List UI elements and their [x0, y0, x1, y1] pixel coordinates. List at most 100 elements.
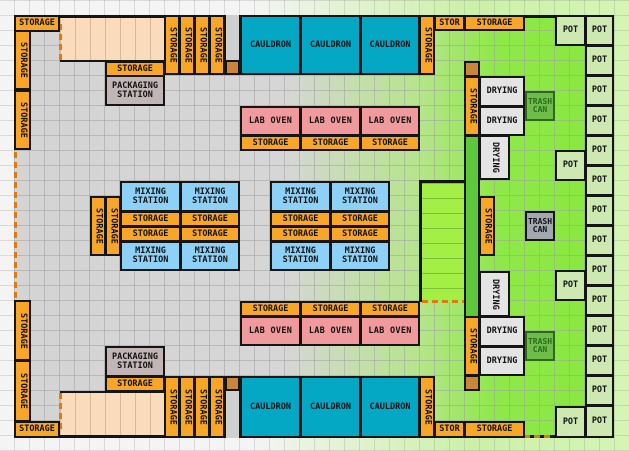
- pot-col-9[interactable]: POT: [585, 255, 614, 286]
- storage-oven-top-2[interactable]: STORAGE: [300, 135, 361, 151]
- storage-bottom-conveyor[interactable]: STORAGE: [105, 376, 165, 392]
- mixing-station-5[interactable]: MIXING STATION: [270, 181, 331, 212]
- storage-oven-bottom-3[interactable]: STORAGE: [360, 301, 420, 317]
- packaging-station-bottom[interactable]: PACKAGING STATION: [105, 346, 165, 377]
- storage-oven-bottom-1[interactable]: STORAGE: [240, 301, 301, 317]
- storage-right-middle[interactable]: STORAGE: [479, 196, 495, 256]
- conveyor-bottom-left[interactable]: [60, 391, 165, 438]
- storage-mix-2[interactable]: STORAGE: [180, 211, 240, 227]
- storage-mix-8[interactable]: STORAGE: [330, 226, 390, 242]
- storage-top-v-2[interactable]: STORAGE: [179, 15, 195, 75]
- trash-can-top[interactable]: TRASH CAN: [525, 91, 555, 121]
- cauldron-bottom-3[interactable]: CAULDRON: [360, 376, 420, 438]
- drying-rack-2[interactable]: DRYING: [479, 106, 525, 136]
- mixing-station-6[interactable]: MIXING STATION: [330, 181, 390, 212]
- pot-col-1[interactable]: POT: [585, 15, 614, 46]
- storage-mix-1[interactable]: STORAGE: [120, 211, 181, 227]
- pot-inner-1[interactable]: POT: [555, 15, 586, 46]
- door-conveyor-bottom[interactable]: [59, 393, 62, 429]
- storage-mix-5[interactable]: STORAGE: [270, 211, 331, 227]
- drying-rack-5[interactable]: DRYING: [479, 316, 525, 347]
- cauldron-top-1[interactable]: CAULDRON: [240, 15, 301, 75]
- cauldron-bottom-1[interactable]: CAULDRON: [240, 376, 301, 438]
- storage-oven-top-1[interactable]: STORAGE: [240, 135, 301, 151]
- storage-right-top[interactable]: STORAGE: [464, 76, 480, 136]
- mixing-station-7[interactable]: MIXING STATION: [270, 241, 331, 271]
- mixing-station-1[interactable]: MIXING STATION: [120, 181, 181, 212]
- storage-cauldron-bottom-right[interactable]: STORAGE: [419, 376, 435, 438]
- storage-bottom-v-2[interactable]: STORAGE: [179, 376, 195, 438]
- storage-left-3[interactable]: STORAGE: [14, 300, 31, 361]
- lab-oven-top-3[interactable]: LAB OVEN: [360, 106, 420, 136]
- pot-col-11[interactable]: POT: [585, 315, 614, 346]
- pot-col-2[interactable]: POT: [585, 45, 614, 76]
- storage-bottom-right[interactable]: STORAGE: [464, 421, 525, 438]
- input-box-bottom[interactable]: [225, 376, 240, 391]
- storage-mix-4[interactable]: STORAGE: [180, 226, 240, 242]
- pot-col-12[interactable]: POT: [585, 345, 614, 376]
- mixing-station-8[interactable]: MIXING STATION: [330, 241, 390, 271]
- cauldron-top-2[interactable]: CAULDRON: [300, 15, 361, 75]
- storage-top-v-1[interactable]: STORAGE: [164, 15, 180, 75]
- trash-can-bottom[interactable]: TRASH CAN: [525, 331, 555, 361]
- pot-inner-4[interactable]: POT: [555, 406, 586, 438]
- storage-top-v-3[interactable]: STORAGE: [194, 15, 210, 75]
- storage-oven-top-3[interactable]: STORAGE: [360, 135, 420, 151]
- storage-bottom-left-corner[interactable]: STORAGE: [14, 421, 60, 438]
- drying-rack-6[interactable]: DRYING: [479, 346, 525, 376]
- storage-oven-bottom-2[interactable]: STORAGE: [300, 301, 361, 317]
- lab-oven-bottom-3[interactable]: LAB OVEN: [360, 316, 420, 346]
- storage-bottom-v-3[interactable]: STORAGE: [194, 376, 210, 438]
- cauldron-bottom-2[interactable]: CAULDRON: [300, 376, 361, 438]
- input-box-right-bottom[interactable]: [464, 375, 480, 391]
- storage-left-1[interactable]: STORAGE: [14, 30, 31, 90]
- pot-col-7[interactable]: POT: [585, 195, 614, 226]
- storage-bottom-v-1[interactable]: STORAGE: [164, 376, 180, 438]
- packaging-station-top[interactable]: PACKAGING STATION: [105, 75, 165, 106]
- stor-top[interactable]: STOR: [434, 15, 465, 31]
- storage-right-bottom[interactable]: STORAGE: [464, 316, 480, 376]
- storage-mix-7[interactable]: STORAGE: [270, 226, 331, 242]
- drying-rack-4[interactable]: DRYING: [479, 271, 510, 317]
- drying-rack-1[interactable]: DRYING: [479, 76, 525, 107]
- door-grow-zone[interactable]: [422, 300, 464, 303]
- pot-col-4[interactable]: POT: [585, 105, 614, 136]
- lab-oven-top-2[interactable]: LAB OVEN: [300, 106, 361, 136]
- storage-top-right[interactable]: STORAGE: [464, 15, 525, 31]
- input-box-top[interactable]: [225, 60, 240, 75]
- door-left[interactable]: [14, 152, 17, 298]
- drying-rack-3[interactable]: DRYING: [479, 135, 510, 180]
- conveyor-top-left[interactable]: [60, 15, 165, 62]
- storage-mix-left-2[interactable]: STORAGE: [105, 196, 121, 256]
- pot-inner-2[interactable]: POT: [555, 150, 586, 181]
- storage-mix-6[interactable]: STORAGE: [330, 211, 390, 227]
- stor-bottom[interactable]: STOR: [434, 421, 465, 438]
- pot-col-14[interactable]: POT: [585, 405, 614, 438]
- mixing-station-2[interactable]: MIXING STATION: [180, 181, 240, 212]
- pot-col-8[interactable]: POT: [585, 225, 614, 256]
- storage-left-2[interactable]: STORAGE: [14, 90, 31, 150]
- storage-cauldron-top-right[interactable]: STORAGE: [419, 15, 435, 75]
- pot-col-13[interactable]: POT: [585, 375, 614, 406]
- pot-col-6[interactable]: POT: [585, 165, 614, 196]
- storage-left-4[interactable]: STORAGE: [14, 360, 31, 422]
- pot-col-5[interactable]: POT: [585, 135, 614, 166]
- storage-mix-3[interactable]: STORAGE: [120, 226, 181, 242]
- mixing-station-3[interactable]: MIXING STATION: [120, 241, 181, 271]
- lab-oven-bottom-2[interactable]: LAB OVEN: [300, 316, 361, 346]
- trash-can-middle[interactable]: TRASH CAN: [525, 211, 555, 241]
- lab-oven-bottom-1[interactable]: LAB OVEN: [240, 316, 301, 346]
- storage-bottom-v-4[interactable]: STORAGE: [209, 376, 225, 438]
- pot-inner-3[interactable]: POT: [555, 270, 586, 301]
- storage-top-v-4[interactable]: STORAGE: [209, 15, 225, 75]
- storage-top-left-corner[interactable]: STORAGE: [14, 15, 60, 32]
- mixing-station-4[interactable]: MIXING STATION: [180, 241, 240, 271]
- input-box-right-top[interactable]: [464, 61, 480, 77]
- pot-col-10[interactable]: POT: [585, 285, 614, 316]
- cauldron-top-3[interactable]: CAULDRON: [360, 15, 420, 75]
- pot-col-3[interactable]: POT: [585, 75, 614, 106]
- lab-oven-top-1[interactable]: LAB OVEN: [240, 106, 301, 136]
- door-conveyor-top[interactable]: [59, 24, 62, 60]
- door-bottom-right[interactable]: [524, 435, 554, 438]
- storage-mix-left-1[interactable]: STORAGE: [90, 196, 106, 256]
